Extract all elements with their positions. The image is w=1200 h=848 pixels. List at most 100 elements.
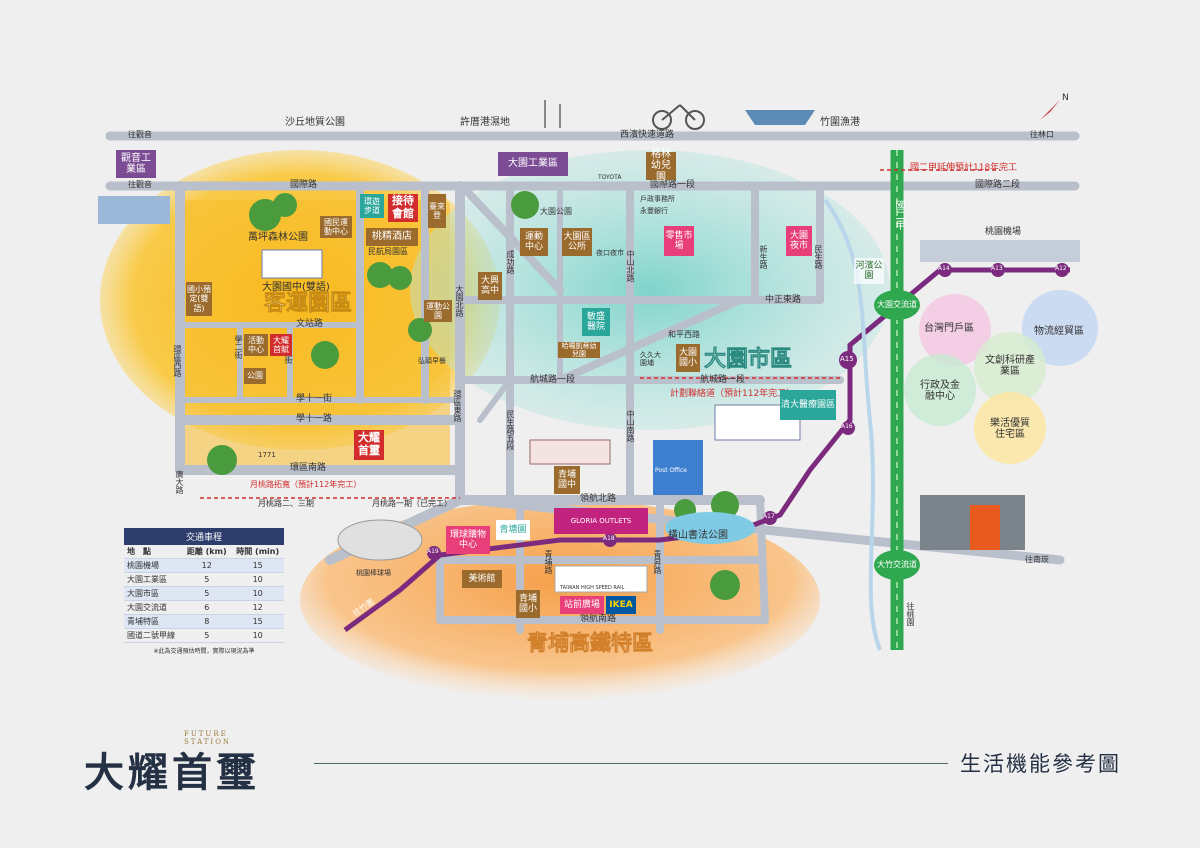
place-dayuan-ind[interactable]: 大園工業區 bbox=[498, 152, 568, 176]
place-huanqiu[interactable]: 環球購物中心 bbox=[446, 526, 490, 554]
road-to-nankan: 往南崁 bbox=[1025, 555, 1049, 564]
place-park[interactable]: 公園 bbox=[244, 368, 266, 384]
river bbox=[823, 198, 882, 651]
place-hebin[interactable]: 河濱公園 bbox=[854, 258, 884, 284]
place-dayao-main[interactable]: 大耀首璽 bbox=[354, 430, 384, 460]
road-guangda: 廣大路 bbox=[175, 470, 184, 494]
road-jihua: 計劃聯絡道（預計112年完工） bbox=[670, 389, 796, 399]
tw-gate-circle bbox=[919, 294, 991, 366]
place-tw-gate: 台灣門戶區 bbox=[924, 323, 974, 334]
table-cell: 15 bbox=[231, 614, 284, 629]
caption-divider bbox=[314, 763, 948, 764]
table-cell: 大園工業區 bbox=[124, 572, 183, 587]
mrt-a13: A13 bbox=[991, 265, 1003, 272]
place-minjun: 民航局園區 bbox=[368, 247, 408, 256]
place-shaqiu: 沙丘地質公園 bbox=[285, 117, 345, 128]
dayuan-city-zone bbox=[410, 150, 890, 430]
place-qingpu-elem[interactable]: 青埔國小 bbox=[516, 590, 540, 618]
road-qingpu: 青埔路 bbox=[544, 550, 553, 574]
place-xucuo: 許厝港濕地 bbox=[460, 117, 510, 128]
airport-terminal-illustration bbox=[920, 240, 1080, 262]
place-hanai[interactable]: 哈囉凱蒂幼兒園 bbox=[558, 342, 600, 358]
place-activity[interactable]: 活動中心 bbox=[244, 334, 268, 356]
place-guomin-ctr[interactable]: 國民運動中心 bbox=[320, 216, 352, 238]
table-cell: 5 bbox=[182, 586, 232, 601]
road-xinsheng: 新生路 bbox=[759, 245, 768, 269]
place-yongfeng: 永豐銀行 bbox=[640, 207, 668, 215]
road-guoji: 國際路 bbox=[290, 180, 318, 190]
road-chenggong: 成功路 bbox=[506, 250, 515, 274]
place-huanyou[interactable]: 環遊步道 bbox=[360, 194, 384, 218]
place-dayuan-jr: 大園國中(雙語) bbox=[262, 282, 330, 293]
place-dayuan-hs[interactable]: 大興高中 bbox=[478, 272, 502, 300]
road-huanqu-w: 環區西路 bbox=[173, 345, 182, 377]
road-wenzhi: 文站路 bbox=[296, 319, 324, 329]
table-cell: 10 bbox=[231, 628, 284, 643]
road-xibin: 西濱快速道路 bbox=[620, 130, 675, 140]
place-hengshan: 橫山書法公園 bbox=[668, 530, 728, 541]
mrt-a18: A18 bbox=[603, 535, 615, 542]
place-dayao-top[interactable]: 大耀首賦 bbox=[270, 334, 292, 356]
place-dazhu-ic[interactable]: 大竹交流道 bbox=[874, 550, 920, 580]
bicycle-icon bbox=[652, 104, 705, 130]
place-qingpu-jr[interactable]: 青埔國中 bbox=[554, 466, 580, 494]
table-cell: 10 bbox=[231, 572, 284, 587]
place-gloria[interactable]: GLORIA OUTLETS bbox=[554, 508, 648, 534]
mrt-a16: A16 bbox=[841, 423, 853, 430]
culture-circle bbox=[974, 332, 1046, 404]
boat-icon bbox=[745, 110, 815, 125]
post-office-building bbox=[653, 440, 703, 495]
road-yuetao-one: 月桃路一期（已完工） bbox=[372, 499, 452, 508]
qingpu-jr-building bbox=[529, 439, 611, 465]
road-to-linkou: 往林口 bbox=[1030, 130, 1054, 139]
place-dayuan-office[interactable]: 大園區公所 bbox=[562, 228, 592, 256]
place-dayuan-ic[interactable]: 大園交流道 bbox=[874, 290, 920, 320]
place-taoyuan-hotel[interactable]: 桃精酒店 bbox=[366, 228, 418, 246]
place-gecheng[interactable]: 格林幼兒園 bbox=[646, 149, 676, 183]
place-stadium: 桃園棒球場 bbox=[356, 569, 391, 577]
road-xueshi: 學十一街 bbox=[296, 394, 333, 404]
road-guoji-2: 國際路二段 bbox=[975, 180, 1021, 190]
place-taiguo[interactable]: 臺來登 bbox=[428, 194, 446, 228]
guanyin-building bbox=[98, 196, 170, 224]
place-ikea[interactable]: IKEA bbox=[606, 596, 636, 614]
table-cell: 6 bbox=[182, 600, 232, 615]
place-retail[interactable]: 零售市場 bbox=[664, 226, 694, 256]
road-qingbu: 青昇路 bbox=[653, 550, 662, 574]
keyun-label: 客運園區 bbox=[264, 290, 352, 316]
place-huhe: 戶政事務所 bbox=[640, 195, 675, 203]
table-cell: 大園交流道 bbox=[124, 600, 183, 615]
stadium-illustration bbox=[337, 519, 423, 561]
place-reception[interactable]: 接待會館 bbox=[388, 194, 418, 222]
mrt-a15: A15 bbox=[840, 355, 854, 363]
mrt-a19: A19 bbox=[427, 548, 439, 555]
place-yundong[interactable]: 運動公園 bbox=[424, 300, 452, 322]
place-qingtang[interactable]: 青塘園 bbox=[496, 520, 530, 540]
place-guanyin-ind[interactable]: 觀音工業區 bbox=[116, 150, 156, 178]
table-cell: 5 bbox=[182, 628, 232, 643]
road-daguan-s: 大園北路 bbox=[455, 285, 464, 317]
place-minsheng-hosp[interactable]: 敏盛醫院 bbox=[582, 308, 610, 336]
place-station[interactable]: 站前廣場 bbox=[560, 596, 604, 614]
road-xueshi-2: 學二街 bbox=[234, 335, 243, 359]
place-art[interactable]: 美術館 bbox=[462, 570, 502, 588]
hsr-station-building bbox=[554, 565, 648, 593]
place-dayuan-night[interactable]: 大園夜市 bbox=[786, 226, 812, 256]
place-dayuan-elem[interactable]: 大園國小 bbox=[676, 344, 700, 372]
place-guoxiao[interactable]: 國小預定(雙語) bbox=[186, 282, 212, 316]
place-qingda[interactable]: 清大醫療園區 bbox=[780, 390, 836, 420]
mrt-stations bbox=[427, 263, 1069, 560]
table-cell: 12 bbox=[182, 558, 232, 573]
place-zhuwei: 竹圍漁港 bbox=[820, 117, 860, 128]
place-post: Post Office bbox=[655, 467, 687, 474]
place-logistics: 物流經貿區 bbox=[1034, 326, 1084, 337]
place-sport-ctr[interactable]: 運動中心 bbox=[520, 228, 548, 256]
table-cell: 大園市區 bbox=[124, 586, 183, 601]
brand-logo: FUTURE STATION 大耀首璽 bbox=[84, 706, 260, 798]
logistics-circle bbox=[1022, 290, 1098, 366]
